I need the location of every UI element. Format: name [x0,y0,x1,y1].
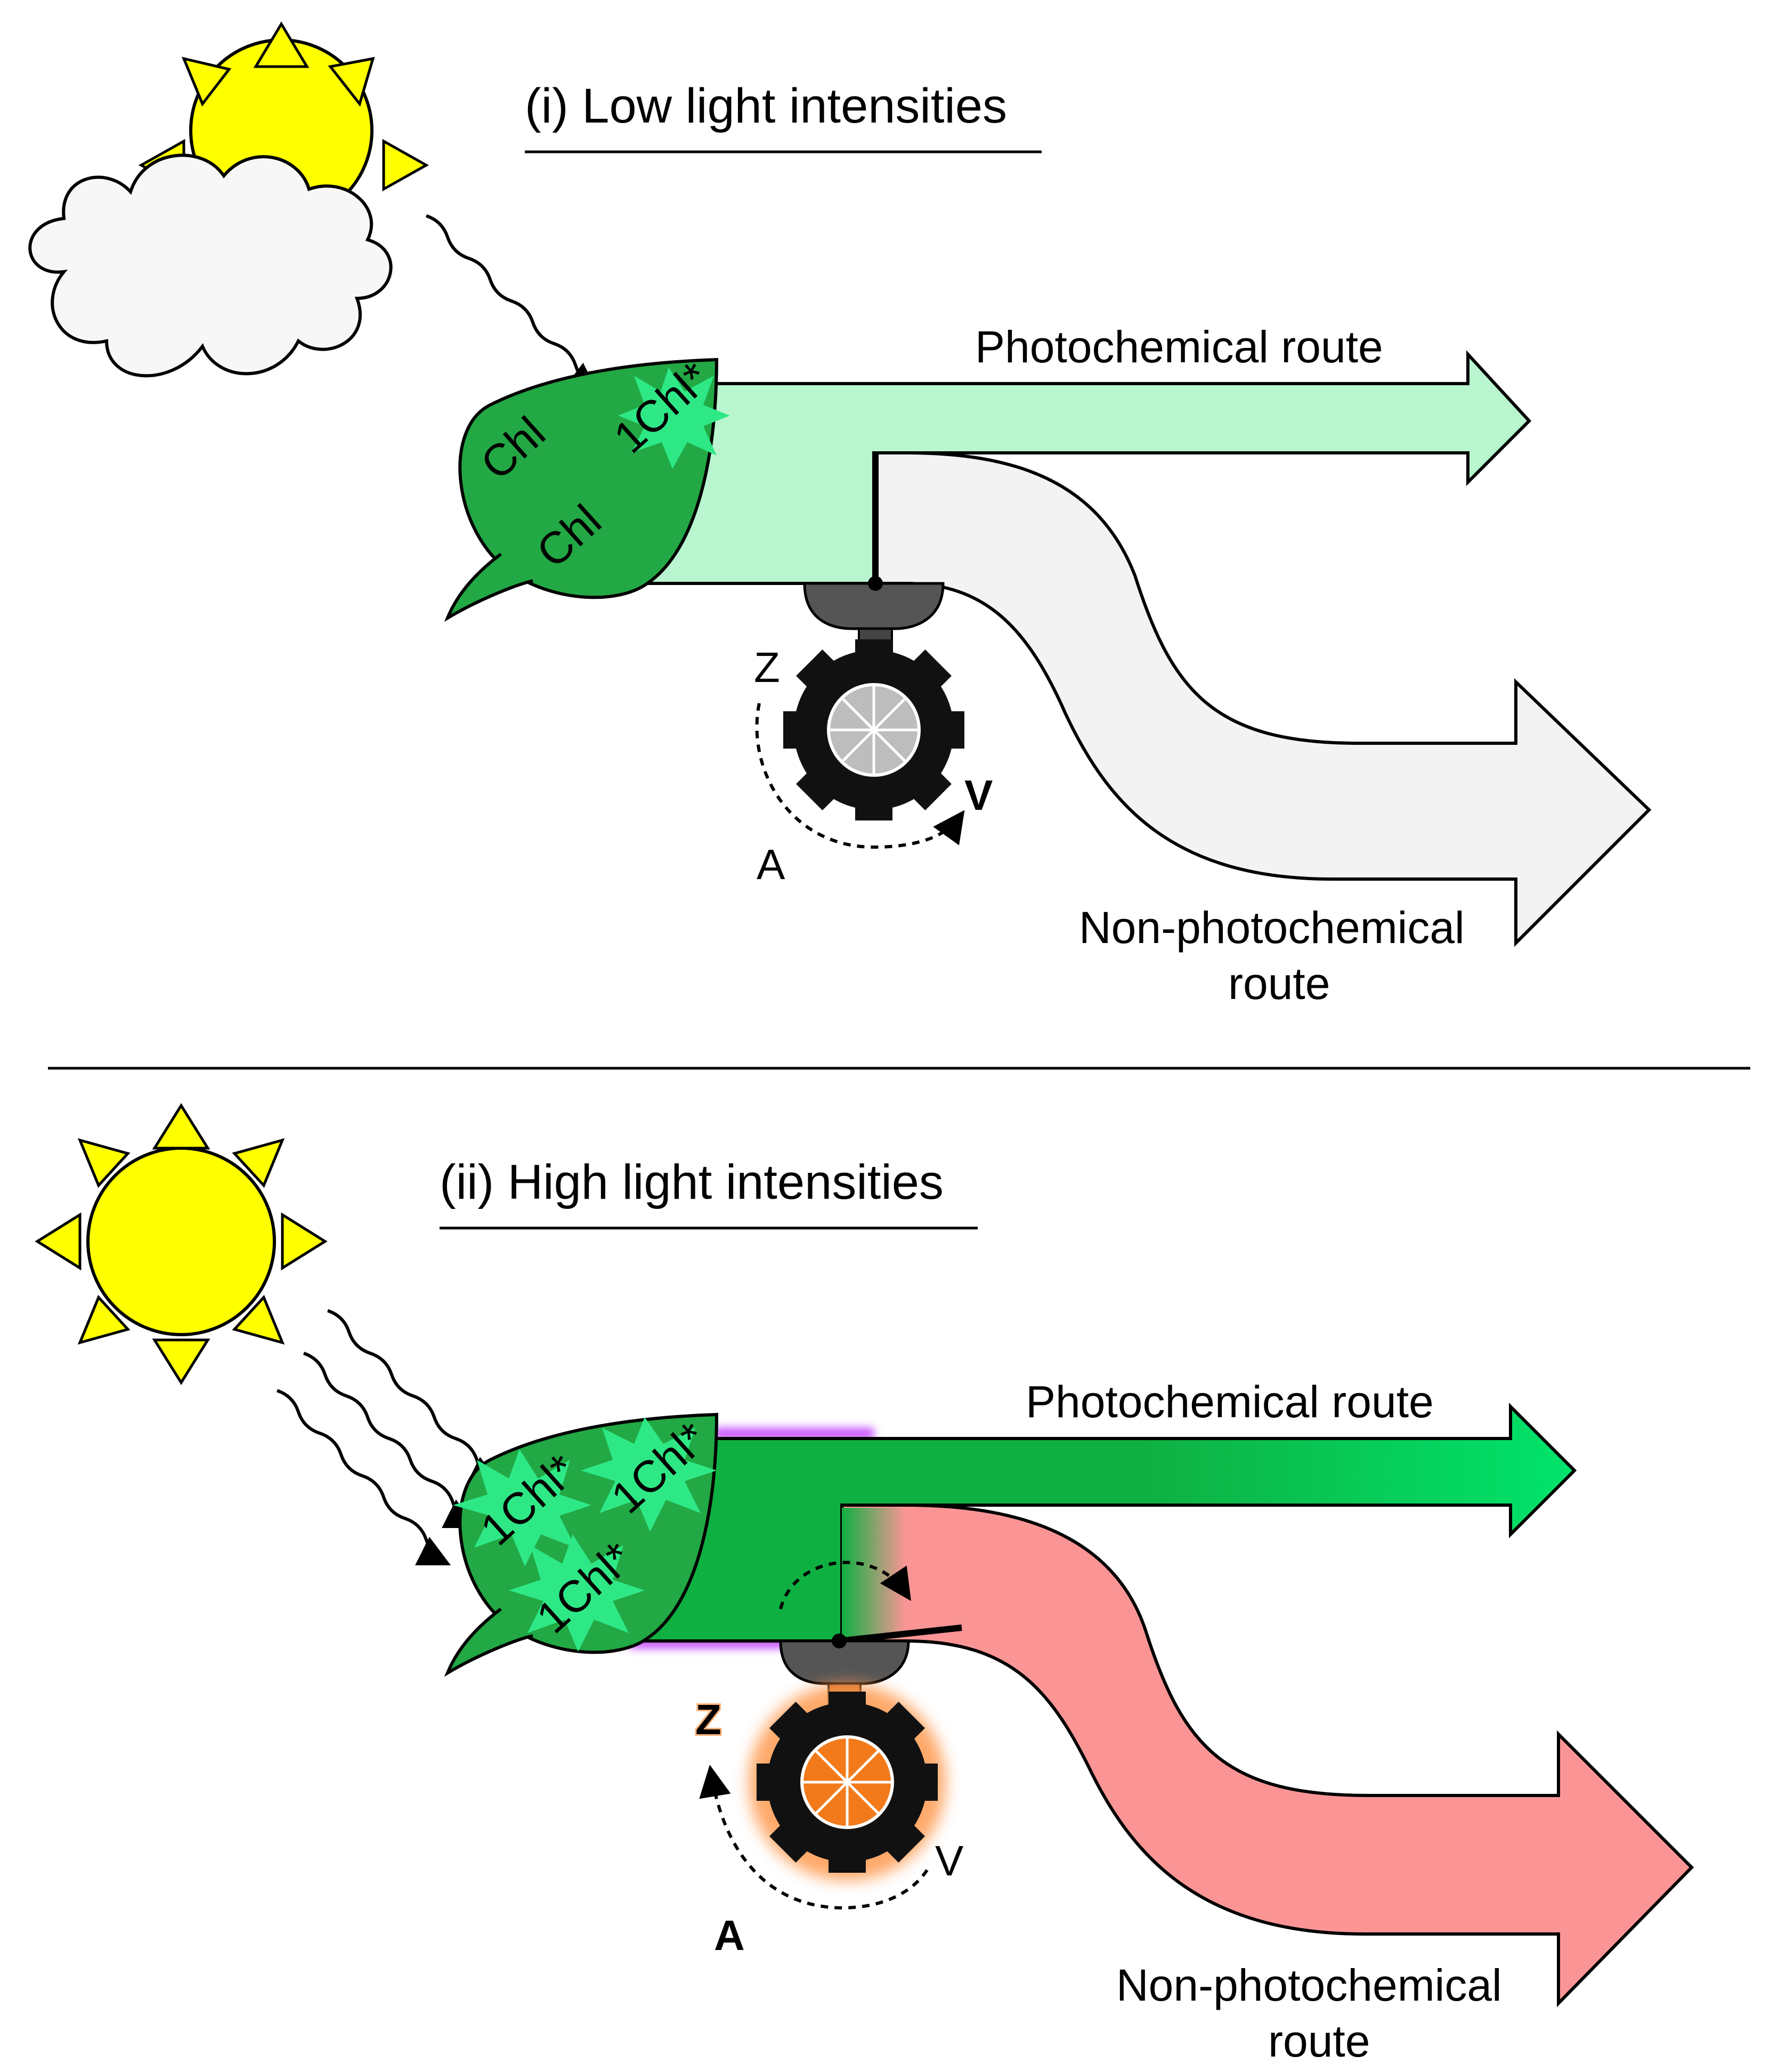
gear-icon [783,639,964,820]
nonphotochemical-route-arrow [840,1504,1694,2008]
cycle-label-a: A [757,841,785,888]
leaf-icon [444,357,730,622]
rotation-arrow-icon [779,1561,912,1610]
excited-chlorophyll-star [509,1534,645,1652]
leaf-icon [444,1412,719,1677]
panel-title-low: (i) Low light intensities [525,79,1007,133]
nonphoto-label-low-1: Non-photochemical [1079,903,1465,953]
gear-icon [757,1692,938,1873]
cycle-label-v: V [935,1837,964,1884]
cycle-label-v: V [964,771,993,819]
nonphoto-label-high-2: route [1268,2016,1370,2066]
nonphoto-label-low-2: route [1228,958,1330,1009]
light-ray-icon [327,1309,502,1486]
panel-high-light: 1Chl* 1Chl* 1Chl* [35,1103,1694,2066]
cycle-label-z: Z [695,1696,721,1743]
photochemical-label-high: Photochemical route [1026,1377,1434,1427]
excited-chlorophyll-star [618,368,730,469]
excited-chlorophyll-star [581,1417,717,1532]
panel-title-high: (ii) High light intensities [440,1155,944,1209]
valve-gate [839,1624,962,1644]
cycle-label-z: Z [754,644,780,691]
cycle-arrow-icon [699,1765,929,1910]
glow-top [714,1428,874,1440]
photochemical-label-low: Photochemical route [975,322,1383,372]
excited-chlorophyll-star [453,1449,591,1566]
light-ray-icon [303,1352,478,1529]
light-ray-icon [276,1389,451,1566]
nonphoto-label-high-1: Non-photochemical [1116,1960,1502,2010]
cloud-icon [28,153,393,378]
light-rays [276,1309,502,1566]
nonphotochemical-route-arrow [872,451,1652,947]
light-ray-icon [425,214,599,395]
panel-low-light: Chl Chl 1Chl* Z [28,21,1652,1009]
cycle-label-a: A [714,1912,745,1959]
sun-icon [35,1103,328,1385]
